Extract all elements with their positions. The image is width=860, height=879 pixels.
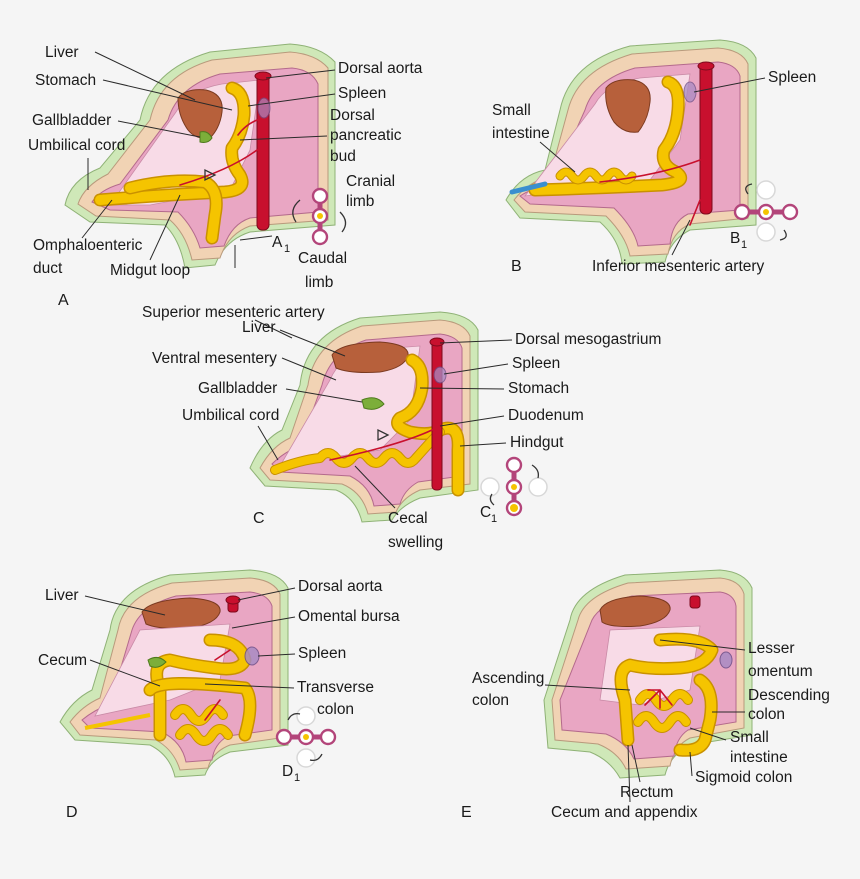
label-pancreatic-a: pancreatic [330,127,402,144]
labels-c: Superior mesenteric artery Liver Ventral… [142,304,661,551]
label-dorsal-pancreatic-a: Dorsal [330,107,375,124]
label-spleen-c: Spleen [512,355,560,372]
panel-letter-b: B [511,258,522,275]
rotation-diagram-b1 [733,180,799,242]
label-stomach-a: Stomach [35,72,96,89]
labels-a: Liver Stomach Gallbladder Umbilical cord… [28,44,423,309]
label-small-intestine-e: intestine [730,749,788,766]
labels-e: Ascending colon Lesser omentum Descendin… [461,639,830,821]
label-omphaloenteric-a: Omphaloenteric [33,237,143,254]
panel-letter-a: A [58,292,69,309]
label-dorsal-aorta-d: Dorsal aorta [298,578,383,595]
panel-b: Small intestine Spleen Inferior mesenter… [492,39,816,275]
panel-d: Liver Cecum Dorsal aorta Omental bursa S… [38,569,400,821]
label-cecum-d: Cecum [38,652,87,669]
label-omentum-e: omentum [748,663,813,680]
label-ascending-e: Ascending [472,670,544,687]
label-superior-mesenteric-c: Superior mesenteric artery [142,304,325,321]
label-b1-b: B [730,230,740,247]
label-bud-a: bud [330,148,356,165]
panel-letter-e: E [461,804,472,821]
rotation-diagram-d1 [275,706,337,768]
panel-d-embryo [59,569,289,778]
label-c1-c: C [480,504,491,521]
label-sigmoid-e: Sigmoid colon [695,769,792,786]
panel-letter-c: C [253,510,265,527]
panel-c-embryo [249,311,479,523]
label-dorsal-aorta-a: Dorsal aorta [338,60,423,77]
label-gallbladder-a: Gallbladder [32,112,111,129]
label-dorsal-mesogastrium-c: Dorsal mesogastrium [515,331,661,348]
label-liver-d: Liver [45,587,79,604]
label-d1-index: 1 [294,772,300,784]
label-transverse-d: Transverse [297,679,374,696]
label-descending-e: Descending [748,687,830,704]
rotation-diagram-a1 [292,187,347,246]
label-ventral-mesentery-c: Ventral mesentery [152,350,277,367]
labels-b: Small intestine Spleen Inferior mesenter… [492,69,816,275]
label-c1-index: 1 [491,513,497,525]
label-cranial-a: Cranial [346,173,395,190]
label-a1-index: 1 [284,243,290,255]
panel-c: Superior mesenteric artery Liver Ventral… [142,304,661,551]
label-liver-c: Liver [242,319,276,336]
label-swelling-c: swelling [388,534,443,551]
label-lesser-e: Lesser [748,640,795,657]
panel-letter-d: D [66,804,78,821]
label-omphaloenteric-duct-a: duct [33,260,63,277]
panel-e-embryo [543,569,753,779]
labels-d: Liver Cecum Dorsal aorta Omental bursa S… [38,578,400,821]
label-cecal-c: Cecal [388,510,428,527]
label-inferior-mesenteric-b: Inferior mesenteric artery [592,258,765,275]
label-a1-a: A [272,234,283,251]
rotation-diagram-c1 [480,456,548,517]
label-small-e: Small [730,729,769,746]
label-umbilical-cord-c: Umbilical cord [182,407,279,424]
label-liver-a: Liver [45,44,79,61]
label-colon-d: colon [317,701,354,718]
label-b1-index: 1 [741,239,747,251]
label-caudal-limb-a: limb [305,274,333,291]
label-stomach-c: Stomach [508,380,569,397]
label-descending-colon-e: colon [748,706,785,723]
label-duodenum-c: Duodenum [508,407,584,424]
panel-a: Liver Stomach Gallbladder Umbilical cord… [28,43,423,309]
label-spleen-d: Spleen [298,645,346,662]
label-rectum-e: Rectum [620,784,673,801]
label-caudal-a: Caudal [298,250,347,267]
label-small-b: Small [492,102,531,119]
label-intestine-b: intestine [492,125,550,142]
panel-a-embryo [64,43,336,269]
label-cranial-limb-a: limb [346,193,374,210]
label-omental-bursa-d: Omental bursa [298,608,400,625]
label-umbilical-cord-a: Umbilical cord [28,137,125,154]
label-hindgut-c: Hindgut [510,434,564,451]
label-spleen-a: Spleen [338,85,386,102]
panel-e: Ascending colon Lesser omentum Descendin… [461,569,830,821]
label-spleen-b: Spleen [768,69,816,86]
label-ascending-colon-e: colon [472,692,509,709]
label-d1-d: D [282,763,293,780]
label-gallbladder-c: Gallbladder [198,380,277,397]
label-midgut-loop-a: Midgut loop [110,262,190,279]
label-cecum-appendix-e: Cecum and appendix [551,804,698,821]
panel-b-embryo [505,39,757,265]
